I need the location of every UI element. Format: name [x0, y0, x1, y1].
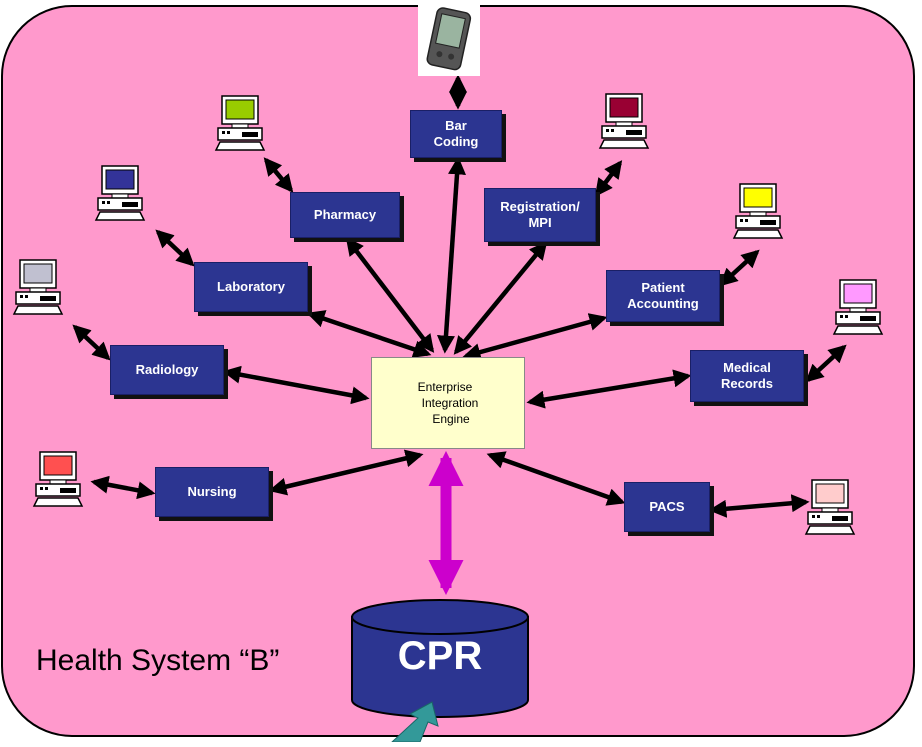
node-laboratory[interactable]: Laboratory — [194, 262, 308, 312]
cpr-database-label: CPR — [397, 634, 483, 678]
connector-pacs-engine — [486, 451, 626, 506]
workstation-laboratory-icon — [94, 165, 146, 221]
connector-radiology-engine — [222, 365, 370, 405]
workstation-patient-accounting-icon — [732, 183, 784, 239]
connector-pacs-workstation — [708, 494, 810, 518]
connector-medical-records-engine — [526, 369, 692, 409]
connector-nursing-engine — [268, 449, 424, 496]
connector-laboratory-engine — [306, 310, 432, 358]
enterprise-integration-engine[interactable]: Enterprise Integration Engine — [371, 357, 525, 449]
node-nursing[interactable]: Nursing — [155, 467, 269, 517]
connector-patient-accounting-workstation — [719, 249, 760, 287]
connector-radiology-workstation — [72, 324, 111, 361]
connector-medical-records-workstation — [805, 344, 847, 383]
node-medical-records[interactable]: Medical Records — [690, 350, 804, 402]
engine-connectors — [222, 156, 692, 506]
workstation-radiology-icon — [12, 259, 64, 315]
engine-label-line1: Enterprise — [417, 380, 473, 394]
cpr-database-icon — [351, 599, 529, 718]
workstation-pacs-icon — [804, 479, 856, 535]
incoming-arrow-icon — [390, 701, 439, 743]
workstation-medical-records-icon — [832, 279, 884, 335]
workstation-pharmacy-icon — [214, 95, 266, 151]
engine-label-line2: Integration — [421, 396, 479, 410]
node-pacs[interactable]: PACS — [624, 482, 710, 532]
node-bar-coding[interactable]: Bar Coding — [410, 110, 502, 158]
connector-nursing-workstation — [90, 475, 156, 500]
handheld-device-icon — [418, 2, 480, 76]
node-patient-accounting[interactable]: Patient Accounting — [606, 270, 720, 322]
device-connectors — [72, 74, 847, 518]
health-system-label: Health System “B” — [36, 644, 280, 677]
engine-label-line3: Engine — [432, 412, 470, 426]
node-registration-mpi[interactable]: Registration/ MPI — [484, 188, 596, 242]
node-radiology[interactable]: Radiology — [110, 345, 224, 395]
connector-barcoding-engine — [437, 156, 466, 354]
connector-pharmacy-workstation — [263, 157, 294, 193]
connector-registration-workstation — [594, 160, 623, 197]
workstation-registration-icon — [598, 93, 650, 149]
connector-laboratory-workstation — [155, 229, 195, 267]
workstation-nursing-icon — [32, 451, 84, 507]
workstations — [12, 93, 884, 535]
node-pharmacy[interactable]: Pharmacy — [290, 192, 400, 238]
connector-patient-accounting-engine — [462, 313, 608, 361]
